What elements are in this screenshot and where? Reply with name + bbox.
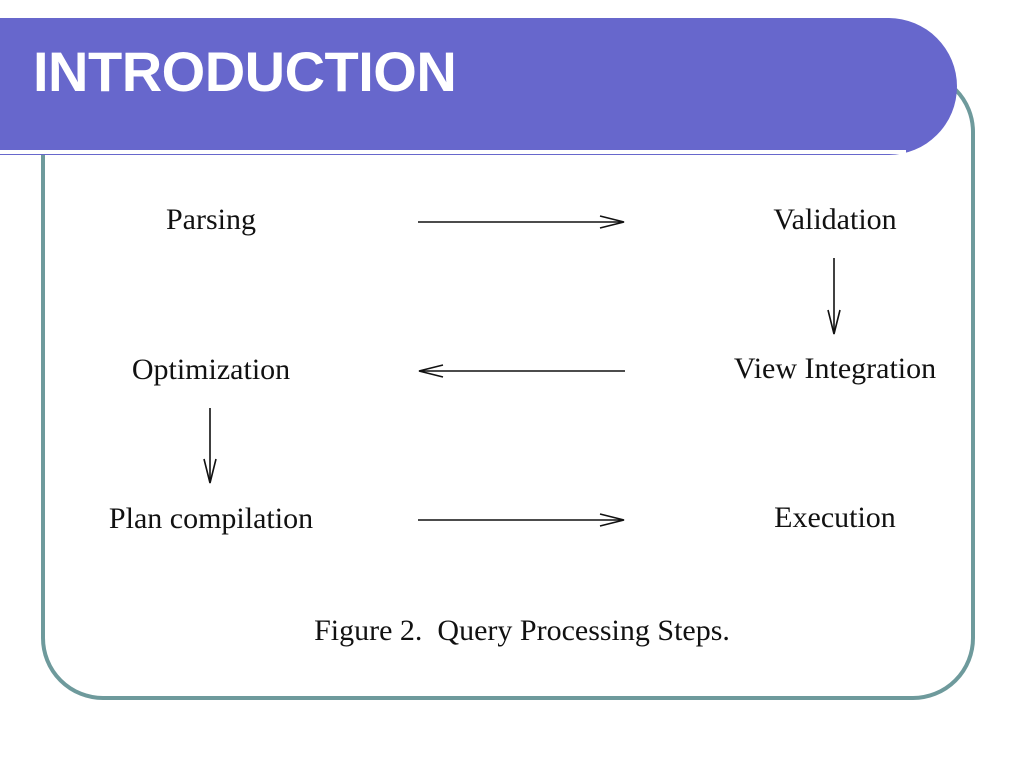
node-validation: Validation: [773, 203, 896, 236]
arrow-parsing-to-validation: [418, 215, 625, 229]
title-banner: [0, 18, 957, 155]
node-parsing: Parsing: [166, 203, 256, 236]
node-optimization: Optimization: [132, 353, 290, 386]
figure-caption: Figure 2. Query Processing Steps.: [314, 614, 730, 647]
arrow-optimization-to-plan-compilation: [203, 408, 217, 484]
node-execution: Execution: [774, 501, 896, 534]
content-frame: [41, 70, 975, 700]
node-plan-compilation: Plan compilation: [109, 502, 313, 535]
arrow-plan-compilation-to-execution: [418, 513, 625, 527]
arrow-view-integration-to-optimization: [418, 364, 625, 378]
node-view-integration: View Integration: [734, 352, 936, 385]
arrow-validation-to-view-integration: [827, 258, 841, 335]
title-underline: [0, 150, 906, 154]
slide-title: INTRODUCTION: [33, 40, 457, 103]
